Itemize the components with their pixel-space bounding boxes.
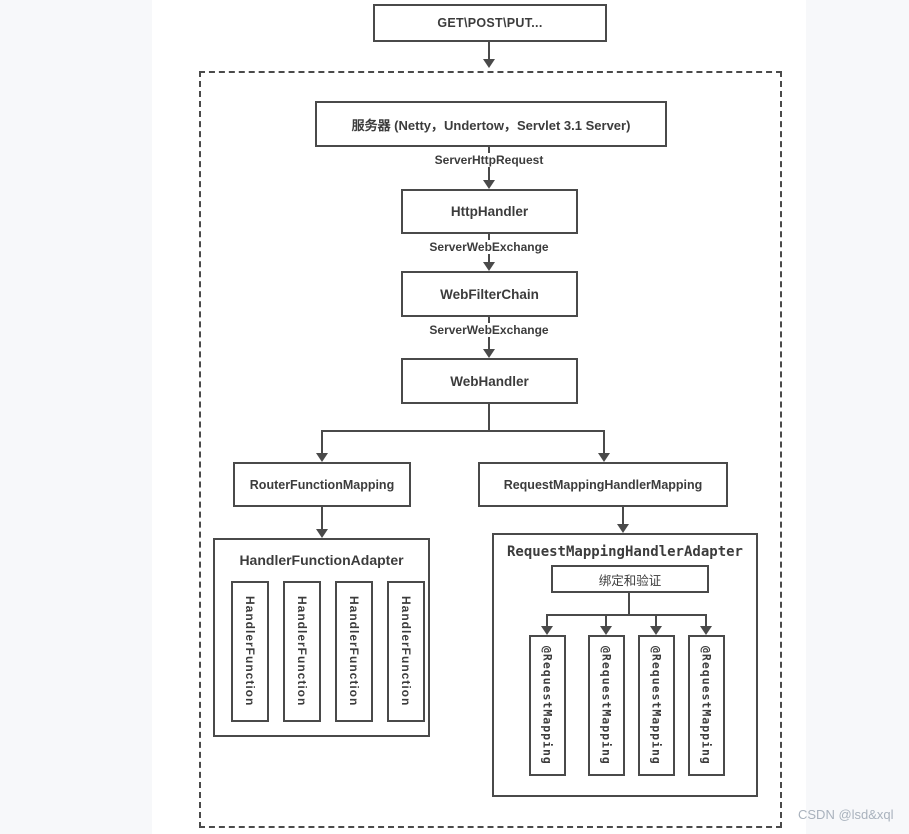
handler-function-box: HandlerFunction: [283, 581, 321, 722]
csdn-watermark: CSDN @lsd&xql: [798, 807, 894, 822]
connector-request-to-boundary: [488, 42, 490, 59]
connector-binding-horizontal: [546, 614, 706, 616]
request-mapping-box: @RequestMapping: [688, 635, 725, 776]
handler-function-box: HandlerFunction: [335, 581, 373, 722]
connector-webhandler-stem: [488, 404, 490, 432]
connector-binding-drop: [546, 614, 548, 626]
arrowhead-binding-drop: [600, 626, 612, 635]
connector-binding-stem: [628, 593, 630, 614]
request-mapping-handler-adapter-title: RequestMappingHandlerAdapter: [506, 544, 743, 560]
arrowhead-binding-drop: [650, 626, 662, 635]
request-mapping-box: @RequestMapping: [588, 635, 625, 776]
dashed-boundary: [199, 71, 782, 828]
request-methods-box: GET\POST\PUT...: [373, 4, 607, 42]
connector-rmhm-to-adapter: [622, 507, 624, 524]
connector-binding-drop: [705, 614, 707, 626]
request-mapping-handler-adapter-container: RequestMappingHandlerAdapter 绑定和验证 @Requ…: [492, 533, 758, 797]
handler-function-box: HandlerFunction: [231, 581, 269, 722]
arrowhead-branch-right: [598, 453, 610, 462]
arrowhead-rfm-to-adapter: [316, 529, 328, 538]
connector-binding-drop: [605, 614, 607, 626]
arrowhead-server-to-httphandler: [483, 180, 495, 189]
arrowhead-httphandler-to-filterchain: [483, 262, 495, 271]
arrowhead-binding-drop: [541, 626, 553, 635]
arrowhead-branch-left: [316, 453, 328, 462]
arrowhead-request-to-boundary: [483, 59, 495, 68]
connector-branch-left: [321, 430, 323, 453]
request-mapping-box: @RequestMapping: [638, 635, 675, 776]
handler-function-adapter-title: HandlerFunctionAdapter: [239, 552, 404, 568]
request-mapping-box: @RequestMapping: [529, 635, 566, 776]
connector-branch-right: [603, 430, 605, 453]
label-server-web-exchange-2: ServerWebExchange: [423, 323, 555, 337]
label-server-web-exchange-1: ServerWebExchange: [423, 240, 555, 254]
arrowhead-binding-drop: [700, 626, 712, 635]
label-server-http-request: ServerHttpRequest: [428, 153, 550, 167]
request-mapping-handler-mapping-box: RequestMappingHandlerMapping: [478, 462, 728, 507]
binding-validation-box: 绑定和验证: [551, 565, 709, 593]
arrowhead-filterchain-to-webhandler: [483, 349, 495, 358]
connector-binding-drop: [655, 614, 657, 626]
connector-rfm-to-adapter: [321, 507, 323, 529]
router-function-mapping-box: RouterFunctionMapping: [233, 462, 411, 507]
server-box: 服务器 (Netty，Undertow，Servlet 3.1 Server): [315, 101, 667, 147]
handler-function-adapter-container: HandlerFunctionAdapter HandlerFunction H…: [213, 538, 430, 737]
arrowhead-rmhm-to-adapter: [617, 524, 629, 533]
connector-branch-horizontal: [321, 430, 605, 432]
handler-function-box: HandlerFunction: [387, 581, 425, 722]
web-filter-chain-box: WebFilterChain: [401, 271, 578, 317]
http-handler-box: HttpHandler: [401, 189, 578, 234]
web-handler-box: WebHandler: [401, 358, 578, 404]
